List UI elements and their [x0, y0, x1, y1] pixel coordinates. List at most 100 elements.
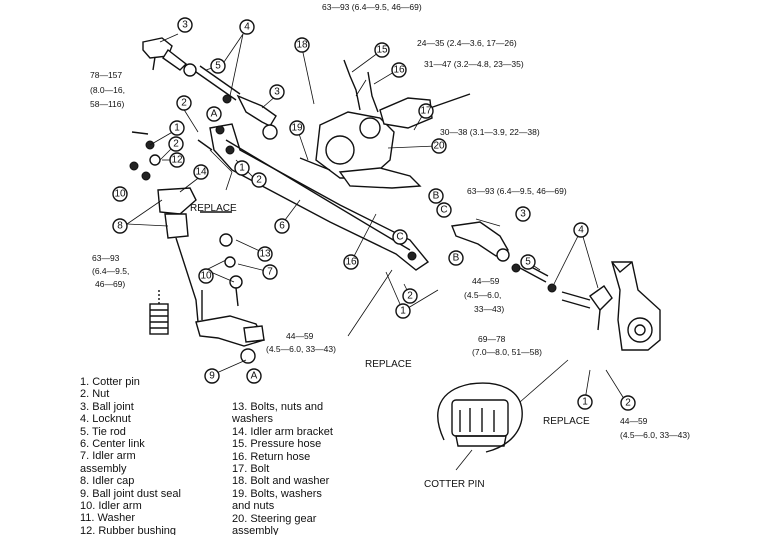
cotter-pin-inset — [437, 359, 569, 453]
callout-1-mid: 1 — [234, 160, 250, 176]
svg-text:3: 3 — [182, 20, 188, 31]
callout-15: 15 — [374, 42, 390, 58]
legend-item: 14. Idler arm bracket — [232, 425, 333, 438]
callout-2-lower: 2 — [402, 288, 418, 304]
svg-text:5: 5 — [525, 257, 531, 268]
marker-A-top: A — [206, 106, 222, 122]
legend-item: 17. Bolt — [232, 463, 270, 476]
torque-spec-1: 63—93 (6.4—9.5, 46—69) — [322, 2, 422, 12]
callout-2-right: 2 — [620, 395, 636, 411]
marker-C-mid: C — [392, 229, 408, 245]
callout-3-right: 3 — [515, 206, 531, 222]
torque-spec-6-line3: 58—116) — [90, 99, 125, 109]
idler-arm-assembly — [157, 187, 265, 364]
svg-text:1: 1 — [174, 123, 180, 134]
torque-spec-8-line1: 44—59 — [472, 276, 500, 286]
legend-item: 16. Return hose — [232, 450, 311, 463]
svg-text:2: 2 — [173, 139, 179, 150]
legend-item: assembly — [80, 462, 127, 475]
callout-5-right: 5 — [520, 254, 536, 270]
callout-12: 12 — [169, 152, 185, 168]
svg-text:C: C — [440, 205, 447, 216]
svg-text:20: 20 — [433, 141, 445, 152]
legend-item: 15. Pressure hose — [232, 438, 322, 451]
callout-16-mid: 16 — [343, 254, 359, 270]
legend-item: 12. Rubber bushing — [80, 524, 177, 535]
svg-text:16: 16 — [345, 257, 357, 268]
callout-9: 9 — [204, 368, 220, 384]
idler-spring — [149, 290, 169, 335]
callout-1-left: 1 — [169, 120, 185, 136]
callout-4-top: 4 — [239, 19, 255, 35]
left-small-parts — [129, 125, 232, 213]
svg-text:12: 12 — [171, 155, 183, 166]
marker-C-right: C — [436, 202, 452, 218]
svg-text:2: 2 — [181, 98, 187, 109]
legend-item: washers — [232, 413, 273, 426]
steering-gear-assembly — [299, 59, 471, 189]
callout-18: 18 — [294, 37, 310, 53]
callout-6: 6 — [274, 218, 290, 234]
svg-text:4: 4 — [244, 22, 250, 33]
torque-spec-5: 63—93 (6.4—9.5, 46—69) — [467, 186, 567, 196]
svg-text:16: 16 — [393, 65, 405, 76]
svg-text:9: 9 — [209, 371, 215, 382]
legend-item: 20. Steering gear — [232, 512, 317, 525]
callout-20: 20 — [431, 138, 447, 154]
torque-spec-6-line2: (8.0—16, — [90, 85, 125, 95]
svg-text:14: 14 — [195, 167, 207, 178]
torque-spec-7-line3: 46—69) — [95, 279, 125, 289]
torque-spec-11-line1: 44—59 — [620, 416, 648, 426]
ball-joint-top-left — [142, 37, 197, 77]
legend-item: 19. Bolts, washers — [232, 487, 322, 500]
svg-text:13: 13 — [259, 249, 271, 260]
torque-spec-8-line2: (4.5—6.0, — [464, 290, 501, 300]
torque-spec-6-line1: 78—157 — [90, 70, 122, 80]
torque-spec-10-line1: 69—78 — [478, 334, 506, 344]
steering-knuckle — [611, 261, 661, 351]
center-link — [209, 123, 430, 271]
svg-text:1: 1 — [239, 163, 245, 174]
leader-lines — [126, 33, 627, 471]
svg-text:17: 17 — [420, 106, 432, 117]
torque-spec-7-line1: 63—93 — [92, 253, 120, 263]
svg-text:1: 1 — [582, 397, 588, 408]
letter-markers: A B C C B A — [206, 106, 464, 384]
svg-text:15: 15 — [376, 45, 388, 56]
torque-spec-2: 24—35 (2.4—3.6, 17—26) — [417, 38, 517, 48]
callout-2-left: 2 — [168, 136, 184, 152]
legend-item: 18. Bolt and washer — [232, 475, 330, 488]
legend-item: 5. Tie rod — [80, 425, 126, 438]
svg-text:2: 2 — [625, 398, 631, 409]
svg-text:3: 3 — [520, 209, 526, 220]
parts-legend-left: 1. Cotter pin 2. Nut 3. Ball joint 4. Lo… — [80, 376, 181, 535]
legend-item: 3. Ball joint — [80, 400, 134, 413]
callout-19: 19 — [289, 120, 305, 136]
callout-1-right: 1 — [577, 394, 593, 410]
svg-text:19: 19 — [291, 123, 303, 134]
legend-item: 10. Idler arm — [80, 500, 142, 513]
svg-text:2: 2 — [407, 291, 413, 302]
callout-10-lower: 10 — [198, 268, 214, 284]
svg-text:6: 6 — [279, 221, 285, 232]
replace-label-left: REPLACE — [190, 203, 237, 214]
torque-spec-10-line2: (7.0—8.0, 51—58) — [472, 347, 542, 357]
torque-spec-4: 30—38 (3.1—3.9, 22—38) — [440, 127, 540, 137]
torque-spec-7-line2: (6.4—9.5, — [92, 266, 129, 276]
callout-2-mid: 2 — [251, 172, 267, 188]
svg-text:3: 3 — [274, 87, 280, 98]
legend-item: 2. Nut — [80, 388, 110, 401]
callout-7: 7 — [262, 264, 278, 280]
legend-item: 11. Washer — [80, 512, 136, 525]
legend-item: 13. Bolts, nuts and — [232, 401, 324, 413]
torque-spec-8-line3: 33—43) — [474, 304, 504, 314]
callout-3-top-mid: 3 — [269, 84, 285, 100]
svg-text:5: 5 — [215, 61, 221, 72]
svg-text:4: 4 — [578, 225, 584, 236]
svg-text:2: 2 — [256, 175, 262, 186]
marker-B-top: B — [428, 188, 444, 204]
callout-10-left: 10 — [112, 186, 128, 202]
svg-text:10: 10 — [114, 189, 126, 200]
callout-16-top: 16 — [391, 62, 407, 78]
